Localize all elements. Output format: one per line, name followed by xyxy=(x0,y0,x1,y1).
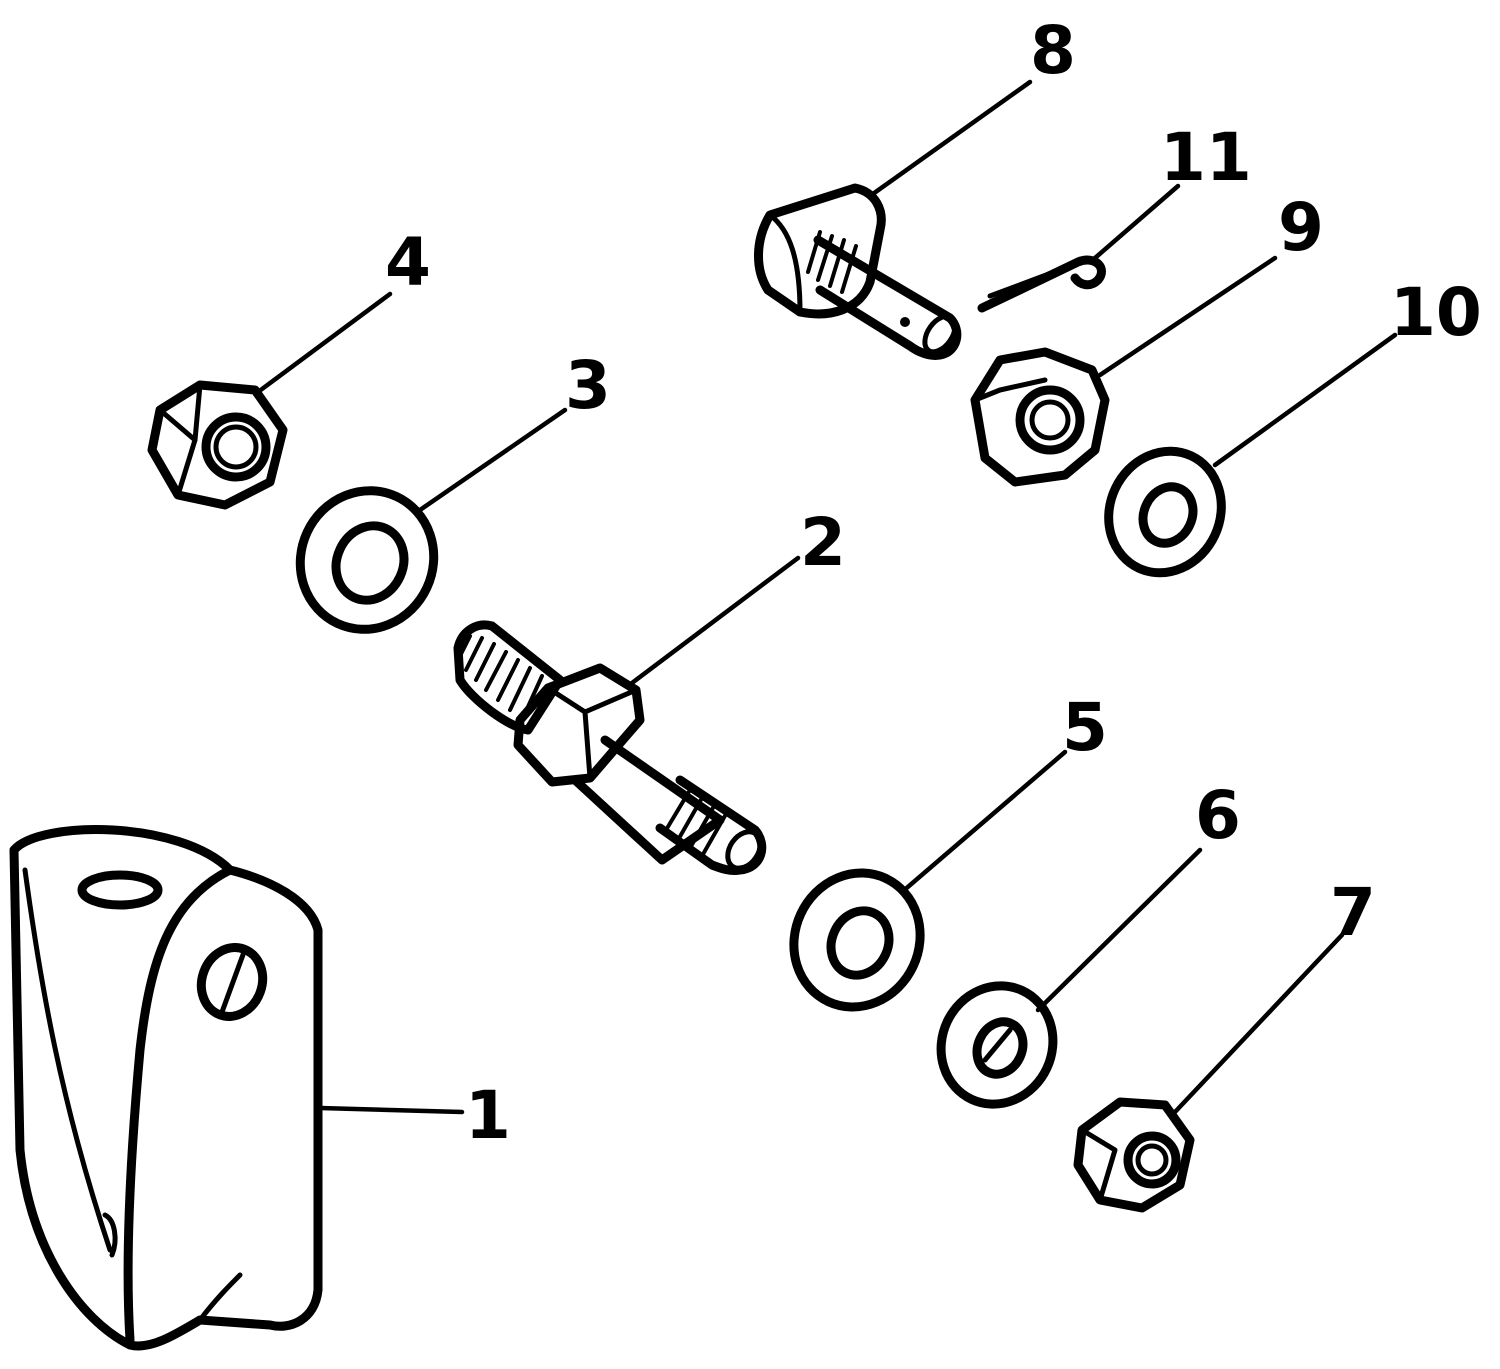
part-1-bracket xyxy=(9,825,323,1351)
leader-10 xyxy=(1212,332,1398,468)
part-8-clevis-pin xyxy=(754,183,962,360)
callout-5: 5 xyxy=(1062,689,1108,766)
leader-6 xyxy=(1035,847,1203,1013)
leader-9 xyxy=(1097,255,1278,378)
leader-2 xyxy=(625,555,801,689)
leader-lines xyxy=(255,79,1398,1115)
leader-7 xyxy=(1172,932,1345,1115)
leader-11 xyxy=(1092,183,1181,261)
callout-labels: 1 2 3 4 5 6 7 8 9 10 11 xyxy=(385,12,1482,1154)
callout-1: 1 xyxy=(465,1077,511,1154)
part-10-washer xyxy=(1104,446,1226,578)
part-2-stud xyxy=(453,620,767,875)
part-5-washer xyxy=(789,868,925,1012)
part-9-flanged-nut xyxy=(970,347,1110,487)
callout-9: 9 xyxy=(1278,189,1324,266)
callout-7: 7 xyxy=(1330,874,1376,951)
part-4-hex-nut xyxy=(147,380,288,510)
callout-11: 11 xyxy=(1160,119,1252,196)
callout-3: 3 xyxy=(565,347,611,424)
leader-5 xyxy=(899,749,1068,895)
leader-8 xyxy=(867,79,1033,199)
leader-4 xyxy=(255,291,393,395)
callout-6: 6 xyxy=(1195,777,1241,854)
part-6-lock-washer xyxy=(936,981,1058,1109)
part-3-washer xyxy=(295,486,439,634)
callout-4: 4 xyxy=(385,224,431,301)
part-7-hex-nut xyxy=(1073,1097,1195,1213)
callout-2: 2 xyxy=(800,504,846,581)
leader-1 xyxy=(317,1105,465,1115)
part-11-cotter-pin xyxy=(977,255,1106,313)
callout-8: 8 xyxy=(1030,12,1076,89)
leader-3 xyxy=(417,407,568,513)
callout-10: 10 xyxy=(1390,274,1482,351)
